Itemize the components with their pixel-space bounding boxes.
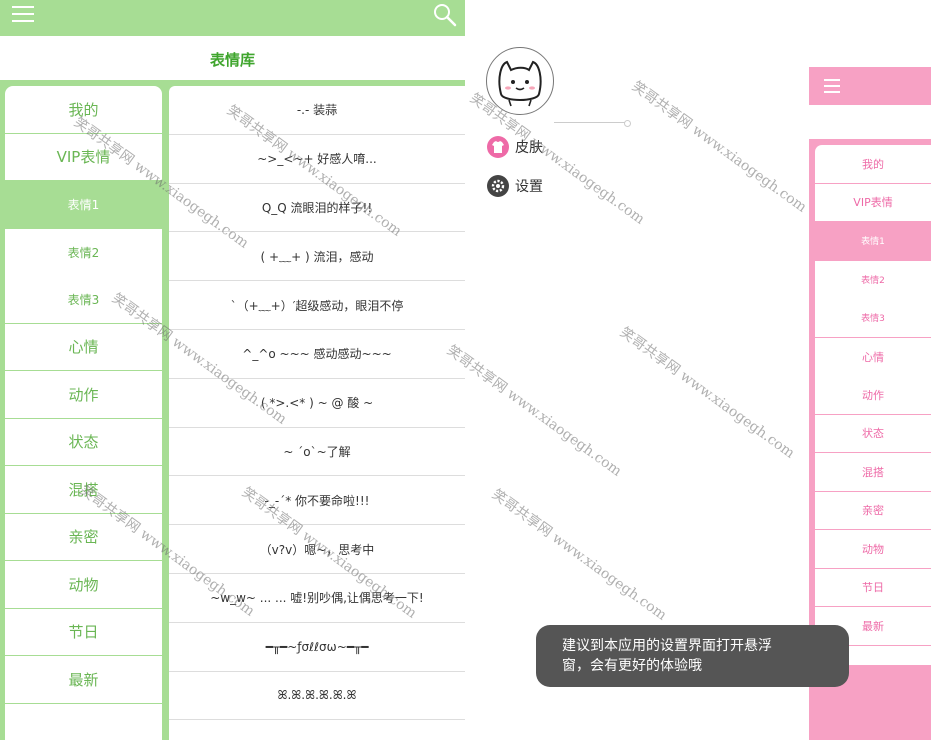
category-list-pink: 我的 VIP表情 表情1 表情2 表情3 心情 动作 状态 混搭 亲密 动物 节… [815, 145, 931, 665]
drawer-item-label: 皮肤 [515, 140, 543, 156]
category-item-intimate[interactable]: 亲密 [815, 492, 931, 530]
list-item[interactable]: （v?v）嗯~，思考中 [169, 525, 465, 574]
category-item-mood[interactable]: 心情 [5, 324, 162, 371]
page-title: 表情库 [209, 51, 255, 69]
left-screen: 表情库 我的 VIP表情 表情1 表情2 表情3 心情 动作 状态 混搭 亲密 … [0, 0, 465, 740]
category-item-biaoqing3[interactable]: 表情3 [815, 299, 931, 338]
list-item[interactable]: ꕤ.ꕤ.ꕤ.ꕤ.ꕤ.ꕤ [169, 672, 465, 721]
toast-message: 建议到本应用的设置界面打开悬浮 窗，会有更好的体验哦 [536, 625, 849, 687]
category-item-latest[interactable]: 最新 [815, 607, 931, 646]
category-item-biaoqing2[interactable]: 表情2 [861, 276, 885, 287]
navigation-drawer: 皮肤 设置 [476, 40, 796, 240]
category-item-mood[interactable]: 心情 [862, 350, 884, 364]
list-item[interactable]: ~>_<~+ 好感人唷... [169, 135, 465, 184]
menu-icon[interactable] [824, 77, 842, 93]
avatar[interactable] [486, 47, 554, 115]
category-item-mine[interactable]: 我的 [815, 145, 931, 184]
divider-dot [624, 120, 631, 127]
category-item-vip[interactable]: VIP表情 [5, 134, 162, 181]
list-item[interactable]: Q_Q 流眼泪的样子!! [169, 184, 465, 233]
toast-line: 建议到本应用的设置界面打开悬浮 [562, 638, 772, 654]
category-item-status[interactable]: 状态 [5, 419, 162, 466]
list-item[interactable]: -_-´* 你不要命啦!!! [169, 476, 465, 526]
list-item[interactable]: ( +﹏+ ) 流泪，感动 [169, 232, 465, 282]
menu-icon[interactable] [12, 3, 40, 27]
cat-face-icon [498, 60, 542, 107]
drawer-item-skin[interactable]: 皮肤 [487, 135, 543, 159]
category-item-mine[interactable]: 我的 [5, 86, 162, 134]
category-list: 我的 VIP表情 表情1 表情2 表情3 心情 动作 状态 混搭 亲密 动物 节… [5, 86, 162, 740]
list-item[interactable]: ( *>.<* ) ~ @ 酸 ~ [169, 379, 465, 428]
emoticon-list: -.- 装蒜 ~>_<~+ 好感人唷... Q_Q 流眼泪的样子!! ( +﹏+… [169, 86, 465, 740]
category-item-holiday[interactable]: 节日 [815, 569, 931, 607]
category-item-holiday[interactable]: 节日 [5, 609, 162, 656]
category-item-action[interactable]: 动作 [815, 376, 931, 415]
category-item-latest[interactable]: 最新 [5, 656, 162, 704]
divider [554, 122, 626, 123]
category-item-status[interactable]: 状态 [815, 415, 931, 453]
category-item-vip[interactable]: VIP表情 [815, 184, 931, 222]
category-item-animal[interactable]: 动物 [815, 530, 931, 569]
watermark: 笑哥共享网 www.xiaogegh.com [616, 324, 798, 462]
shirt-icon [487, 136, 509, 158]
list-item[interactable]: ━╥━~ƒσℓℓσω~━╥━ [169, 623, 465, 672]
drawer-item-label: 设置 [515, 179, 543, 195]
category-item-mix[interactable]: 混搭 [815, 453, 931, 492]
list-item[interactable]: ~ ´o`~了解 [169, 428, 465, 477]
category-item-biaoqing1[interactable]: 表情1 [5, 181, 162, 229]
category-item-biaoqing1[interactable]: 表情1 [815, 222, 931, 261]
toast-line: 窗，会有更好的体验哦 [562, 658, 702, 674]
top-app-bar [0, 0, 465, 36]
search-icon[interactable] [432, 2, 458, 28]
category-item-biaoqing2[interactable]: 表情2 [67, 245, 100, 260]
gear-icon [487, 175, 509, 197]
list-item[interactable]: `（+﹏+）′超级感动，眼泪不停 [169, 281, 465, 330]
watermark: 笑哥共享网 www.xiaogegh.com [443, 342, 625, 480]
watermark: 笑哥共享网 www.xiaogegh.com [488, 486, 670, 624]
drawer-item-settings[interactable]: 设置 [487, 174, 543, 198]
list-item[interactable]: ^_^o ~~~ 感动感动~~~ [169, 330, 465, 379]
list-item[interactable]: -.- 装蒜 [169, 86, 465, 135]
category-item-intimate[interactable]: 亲密 [5, 514, 162, 561]
list-item[interactable]: ~w_w~ ... ... 嘘!别吵偶,让偶思考一下! [169, 574, 465, 623]
top-app-bar-pink [809, 67, 931, 105]
category-item-biaoqing3[interactable]: 表情3 [5, 276, 162, 324]
category-item-action[interactable]: 动作 [5, 371, 162, 419]
category-item-mix[interactable]: 混搭 [5, 466, 162, 514]
pink-theme-screen: 我的 VIP表情 表情1 表情2 表情3 心情 动作 状态 混搭 亲密 动物 节… [809, 67, 931, 740]
category-item-animal[interactable]: 动物 [5, 561, 162, 609]
